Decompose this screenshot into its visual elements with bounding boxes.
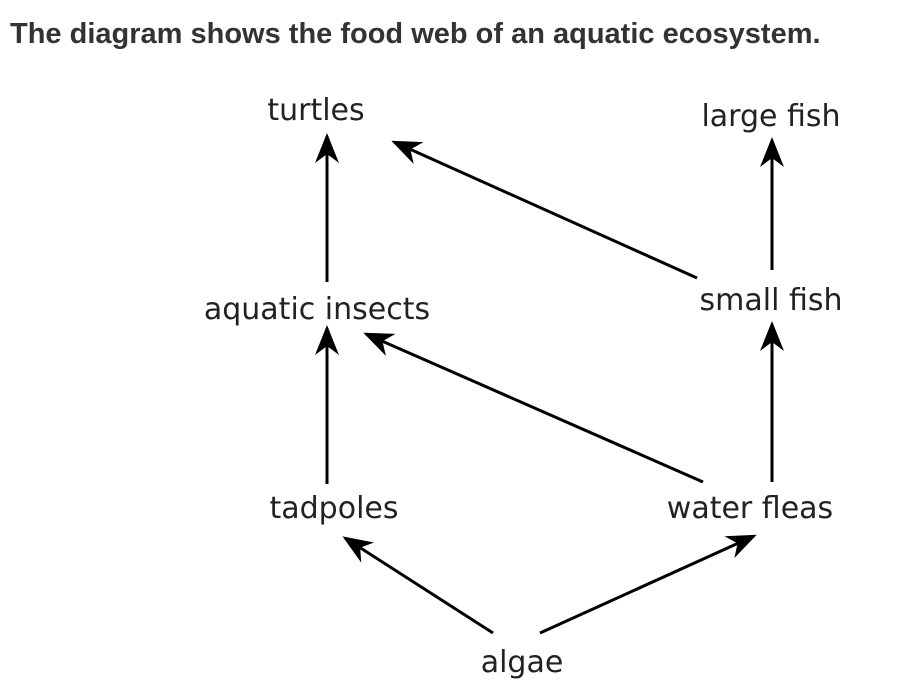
node-water-fleas: water fleas: [667, 491, 833, 526]
node-large-fish: large fish: [701, 99, 840, 134]
node-aquatic-insects: aquatic insects: [204, 292, 430, 327]
arrow-water-fleas-to-aquatic-insects: [363, 332, 704, 484]
arrow-algae-to-tadpoles: [342, 536, 494, 635]
arrow-algae-to-water-fleas: [539, 534, 757, 635]
node-tadpoles: tadpoles: [269, 491, 398, 526]
node-small-fish: small fish: [700, 283, 843, 318]
node-turtles: turtles: [267, 93, 364, 128]
node-algae: algae: [481, 645, 564, 680]
arrow-small-fish-to-turtles: [391, 140, 698, 280]
diagram-title: The diagram shows the food web of an aqu…: [10, 18, 821, 50]
